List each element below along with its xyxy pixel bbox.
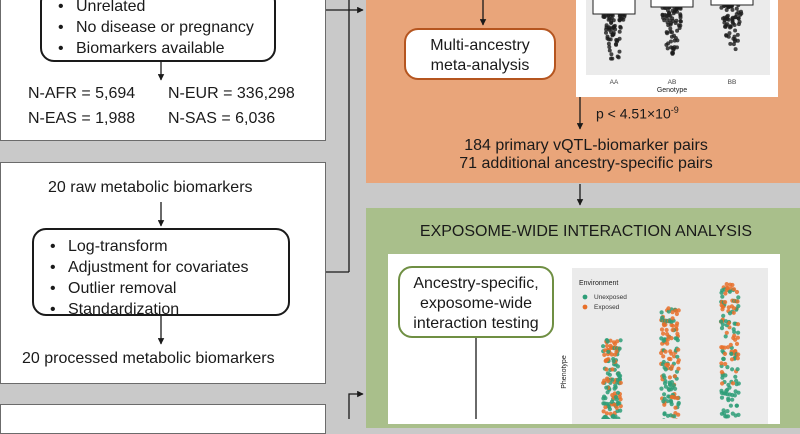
flow-connectors [0, 0, 800, 419]
connector-lower [349, 394, 363, 419]
